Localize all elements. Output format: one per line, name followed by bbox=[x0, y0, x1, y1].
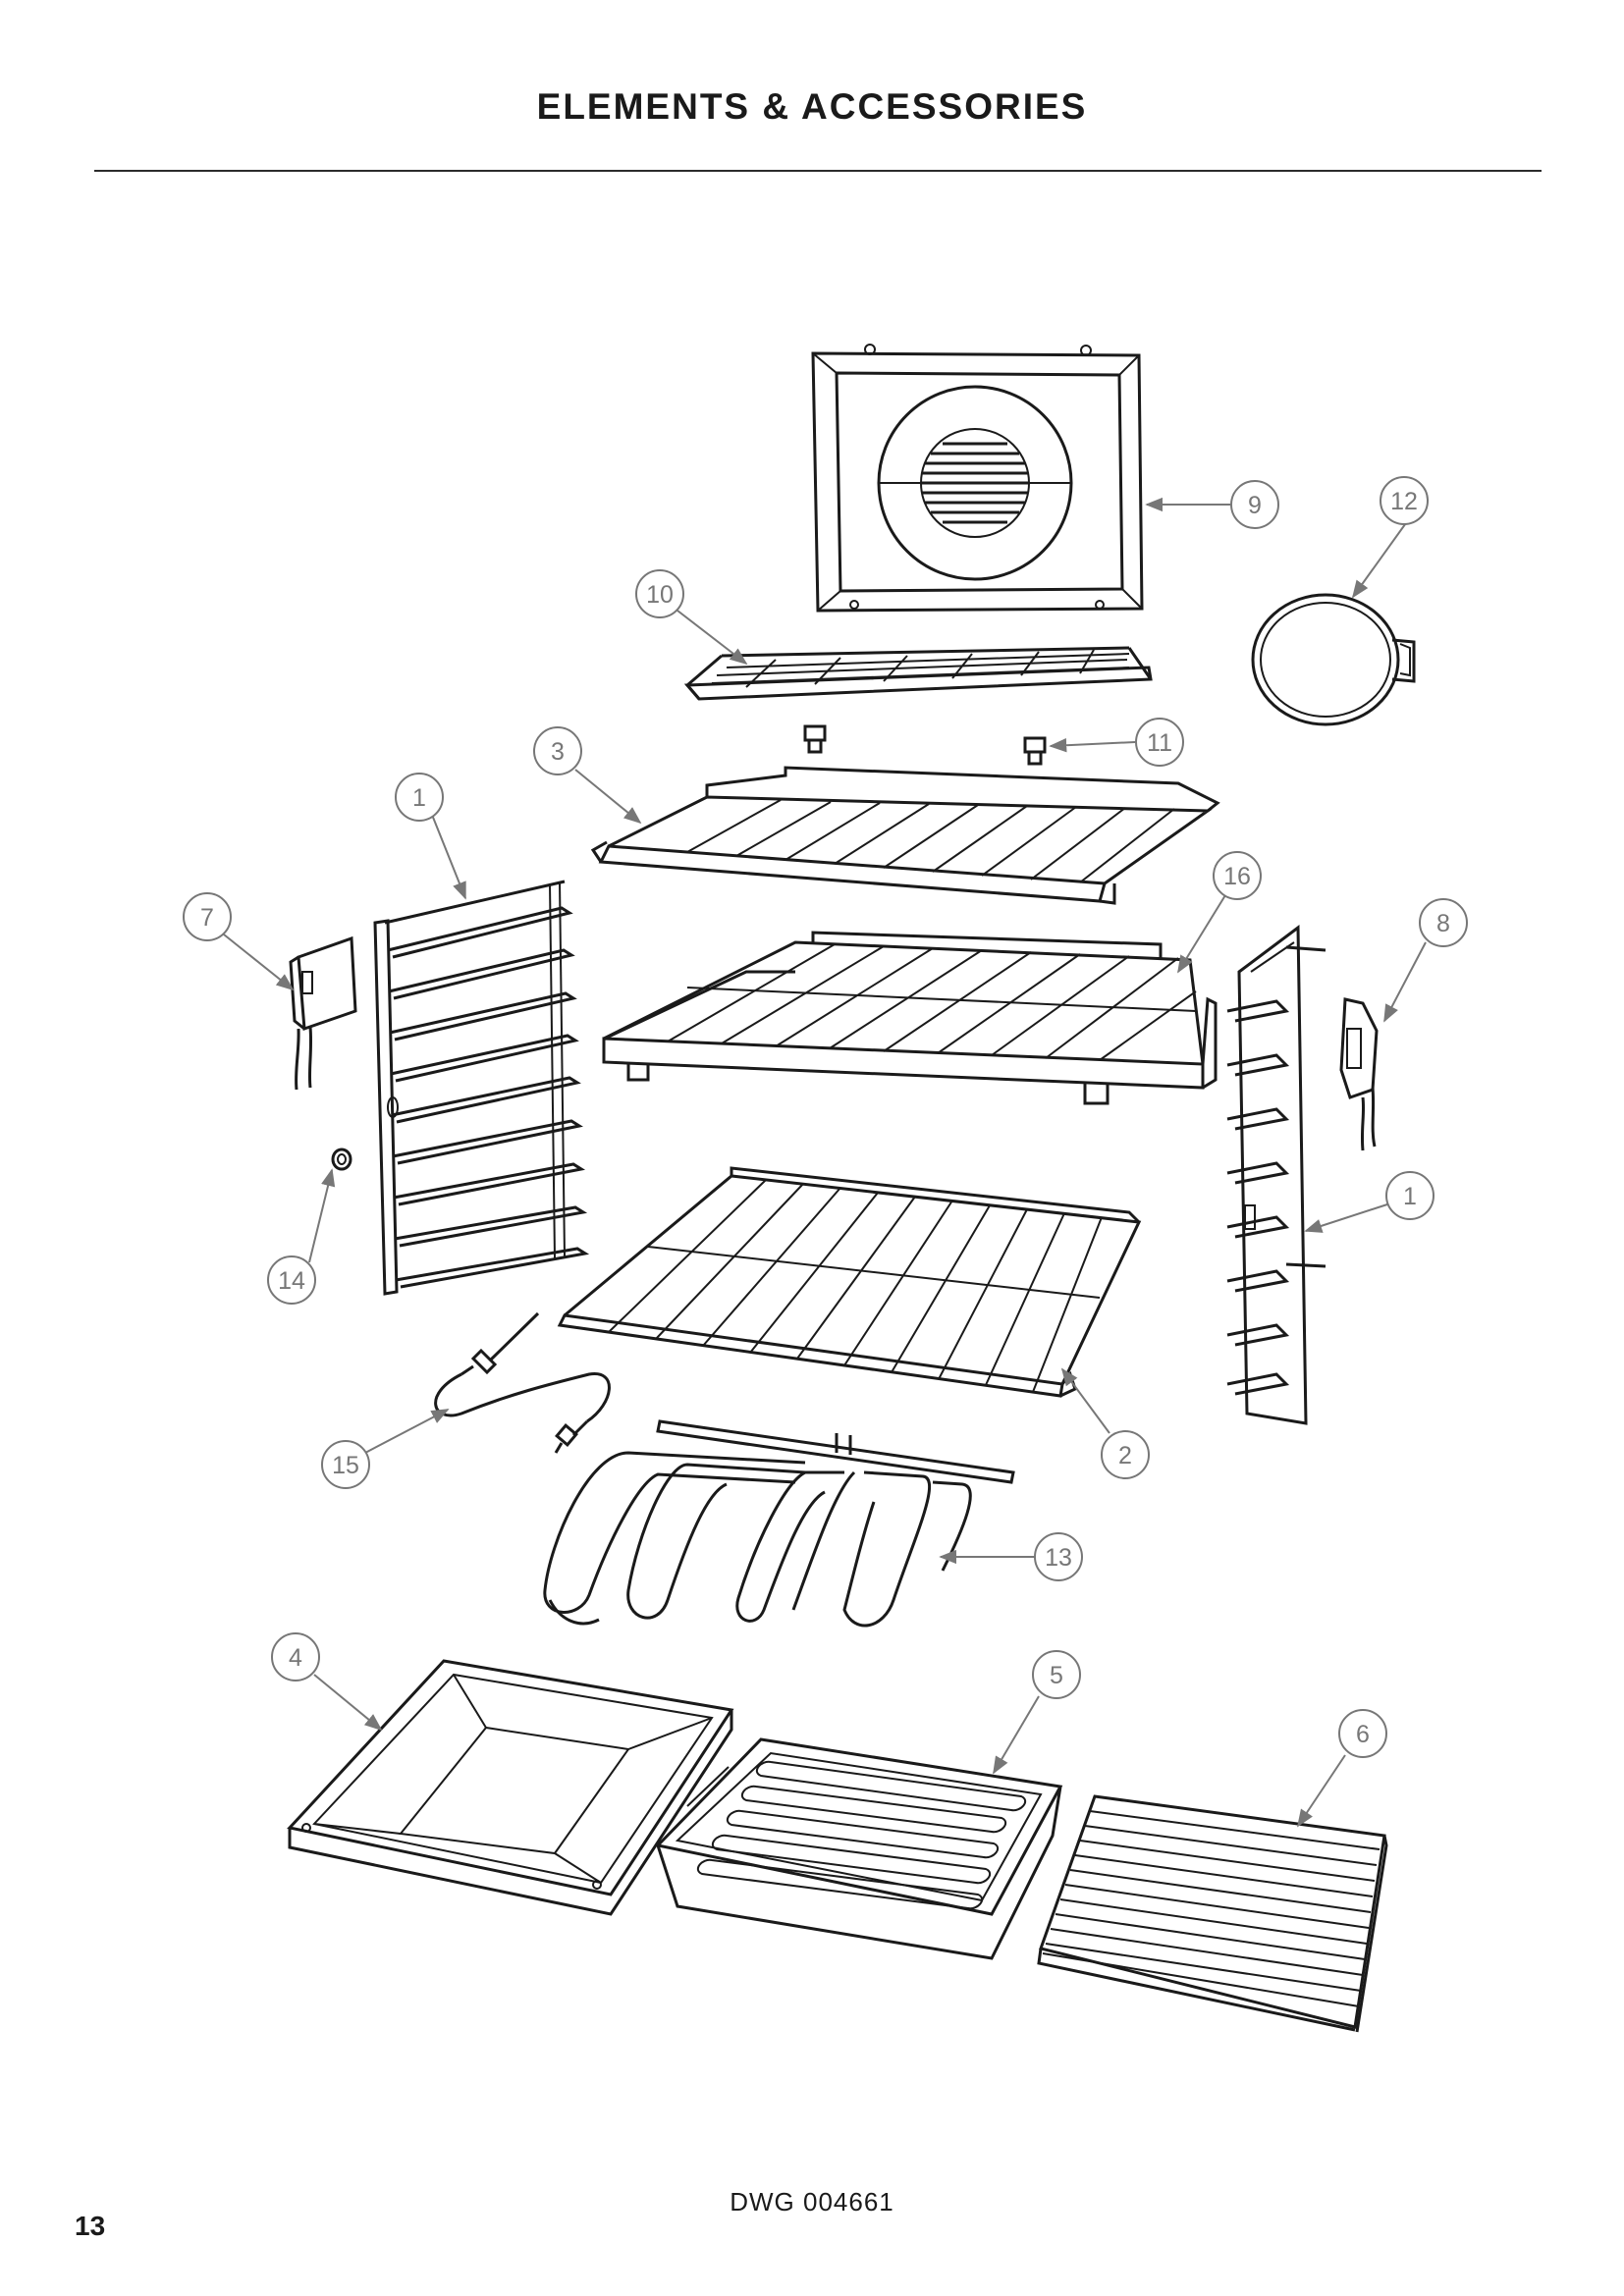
callout-label-11: 11 bbox=[1147, 729, 1172, 757]
callout-label-14: 14 bbox=[278, 1267, 305, 1295]
callout-label-1-right: 1 bbox=[1403, 1183, 1417, 1210]
part-bottom-element bbox=[543, 1419, 1015, 1628]
callout-label-10: 10 bbox=[646, 581, 674, 609]
callout-label-4: 4 bbox=[289, 1644, 302, 1672]
callout-1-left bbox=[395, 773, 444, 822]
part-fan-cover bbox=[811, 344, 1144, 613]
callout-9 bbox=[1230, 480, 1279, 529]
callout-16 bbox=[1213, 851, 1262, 900]
callout-3 bbox=[533, 726, 582, 775]
part-meat-probe bbox=[434, 1311, 611, 1454]
part-shelf-runner-left bbox=[373, 880, 590, 1296]
callout-label-2: 2 bbox=[1118, 1442, 1132, 1469]
callout-5 bbox=[1032, 1650, 1081, 1699]
callout-label-16: 16 bbox=[1223, 863, 1251, 890]
part-top-grill-rack bbox=[683, 646, 1153, 701]
callout-10 bbox=[635, 569, 684, 618]
callout-label-12: 12 bbox=[1390, 488, 1418, 515]
callout-7 bbox=[183, 892, 232, 941]
callout-14 bbox=[267, 1255, 316, 1305]
part-flat-wire-shelf bbox=[557, 1166, 1142, 1398]
callout-label-9: 9 bbox=[1248, 492, 1262, 519]
part-fan-element bbox=[1251, 593, 1416, 726]
callout-15 bbox=[321, 1440, 370, 1489]
part-rack-clips bbox=[803, 724, 1047, 766]
callout-11 bbox=[1135, 718, 1184, 767]
callout-label-8: 8 bbox=[1436, 910, 1450, 937]
callout-1-right bbox=[1385, 1171, 1435, 1220]
callout-label-5: 5 bbox=[1050, 1662, 1063, 1689]
callout-4 bbox=[271, 1632, 320, 1682]
callout-label-3: 3 bbox=[551, 738, 565, 766]
callout-leaders bbox=[218, 497, 1427, 1828]
callout-label-1-left: 1 bbox=[412, 784, 426, 812]
callout-12 bbox=[1380, 476, 1429, 525]
part-element-connector-left bbox=[289, 935, 357, 1091]
callout-label-13: 13 bbox=[1045, 1544, 1072, 1572]
part-telescopic-rack bbox=[602, 931, 1218, 1105]
part-bung bbox=[331, 1148, 352, 1171]
part-deep-tray bbox=[287, 1659, 734, 1916]
callout-2 bbox=[1101, 1430, 1150, 1479]
part-shelf-runner-right bbox=[1226, 925, 1326, 1425]
page-title: ELEMENTS & ACCESSORIES bbox=[536, 86, 1088, 127]
callout-6 bbox=[1338, 1709, 1387, 1758]
drawing-number: DWG 004661 bbox=[730, 2187, 894, 2216]
callout-label-7: 7 bbox=[200, 904, 214, 932]
part-element-connector-right bbox=[1339, 997, 1379, 1151]
part-wire-shelf bbox=[590, 766, 1220, 905]
page-number: 13 bbox=[75, 2211, 106, 2241]
callout-label-6: 6 bbox=[1356, 1721, 1370, 1748]
part-grill-pan-rack bbox=[1037, 1794, 1388, 2033]
title-divider bbox=[94, 170, 1542, 172]
callout-label-15: 15 bbox=[332, 1452, 359, 1479]
callout-8 bbox=[1419, 898, 1468, 947]
part-grill-pan bbox=[655, 1737, 1063, 1960]
callout-13 bbox=[1034, 1532, 1083, 1581]
